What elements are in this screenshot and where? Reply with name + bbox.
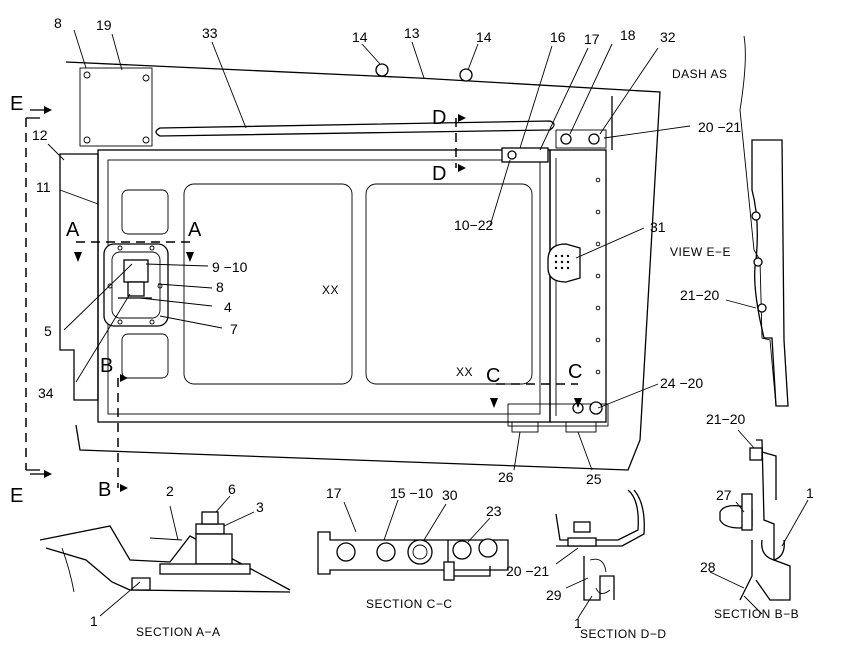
callout-25: 25 xyxy=(586,471,602,487)
callout-3: 3 xyxy=(256,499,264,515)
callout-13: 13 xyxy=(404,25,420,41)
callout-14: 14 xyxy=(476,29,492,45)
panel-window-right xyxy=(365,183,533,385)
section-mark-a: A xyxy=(188,219,202,241)
callout-21-20: 21−20 xyxy=(706,411,746,427)
callout-9-10: 9 −10 xyxy=(212,259,248,275)
callout-21-20: 21−20 xyxy=(680,287,720,303)
section-mark-b: B xyxy=(100,355,113,377)
section-letters: E E A A B B C C D D xyxy=(10,93,582,507)
bolt xyxy=(375,63,389,77)
callout-17: 17 xyxy=(584,31,600,47)
section-mark-e: E xyxy=(10,93,23,115)
cover-knob xyxy=(547,243,581,283)
callout-27: 27 xyxy=(716,487,732,503)
marker-xx: XX xyxy=(322,283,339,297)
section-mark-d: D xyxy=(432,107,446,129)
callout-29: 29 xyxy=(546,587,562,603)
callout-1: 1 xyxy=(574,615,582,631)
callout-7: 7 xyxy=(230,321,238,337)
callout-30: 30 xyxy=(442,487,458,503)
leader-lines xyxy=(47,29,691,471)
section-b-b xyxy=(709,429,809,615)
callout-33: 33 xyxy=(202,25,218,41)
callout-20-21: 20 −21 xyxy=(506,563,549,579)
callout-1: 1 xyxy=(90,613,98,629)
switch-housing xyxy=(123,259,149,283)
panel-window-left xyxy=(183,183,353,385)
callout-31: 31 xyxy=(650,219,666,235)
callout-20-21: 20 −21 xyxy=(698,119,741,135)
view-e-e xyxy=(725,35,789,407)
section-mark-b: B xyxy=(98,479,111,501)
callout-labels: 8 19 33 14 13 14 16 17 18 32 12 11 20 −2… xyxy=(32,15,814,631)
callout-24-20: 24 −20 xyxy=(660,375,703,391)
callout-16: 16 xyxy=(550,29,566,45)
callout-10-22: 10−22 xyxy=(454,217,494,233)
callout-19: 19 xyxy=(96,17,112,33)
caption-section-a-a: SECTION A−A xyxy=(136,625,221,639)
callout-28: 28 xyxy=(700,559,716,575)
nut xyxy=(195,523,225,535)
main-panel-assembly xyxy=(25,61,661,492)
washer xyxy=(560,133,572,145)
callout-1: 1 xyxy=(806,485,814,501)
callout-5: 5 xyxy=(44,323,52,339)
caption-dash-as: DASH AS xyxy=(672,67,728,81)
caption-section-d-d: SECTION D−D xyxy=(580,627,667,641)
callout-6: 6 xyxy=(228,481,236,497)
callout-34: 34 xyxy=(38,385,54,401)
section-mark-a: A xyxy=(66,219,80,241)
caption-section-c-c: SECTION C−C xyxy=(366,597,453,611)
rod xyxy=(155,120,555,137)
callout-26: 26 xyxy=(498,469,514,485)
washer xyxy=(588,133,600,145)
callout-8: 8 xyxy=(216,279,224,295)
callout-8: 8 xyxy=(54,15,62,31)
callout-2: 2 xyxy=(166,483,174,499)
section-mark-e: E xyxy=(10,485,23,507)
section-a-a xyxy=(39,495,291,617)
callout-11: 11 xyxy=(36,179,51,195)
bolt xyxy=(459,68,473,82)
section-mark-d: D xyxy=(432,163,446,185)
section-d-d xyxy=(555,489,645,619)
caption-section-b-b: SECTION B−B xyxy=(714,607,799,621)
callout-4: 4 xyxy=(224,299,232,315)
gauge-window xyxy=(121,189,169,235)
gauge-window xyxy=(121,333,169,379)
callout-32: 32 xyxy=(660,29,676,45)
callout-18: 18 xyxy=(620,27,636,43)
callout-14: 14 xyxy=(352,29,368,45)
callout-15-10: 15 −10 xyxy=(390,485,433,501)
section-c-c xyxy=(317,499,509,581)
callout-17: 17 xyxy=(326,485,342,501)
caption-view-e-e: VIEW E−E xyxy=(670,245,731,259)
callout-12: 12 xyxy=(32,127,48,143)
top-plate xyxy=(79,67,153,147)
callout-23: 23 xyxy=(486,503,502,519)
captions: DASH AS VIEW E−E SECTION A−A SECTION C−C… xyxy=(136,67,799,641)
marker-xx: XX xyxy=(456,365,473,379)
section-mark-c: C xyxy=(568,361,582,383)
section-mark-c: C xyxy=(486,365,500,387)
